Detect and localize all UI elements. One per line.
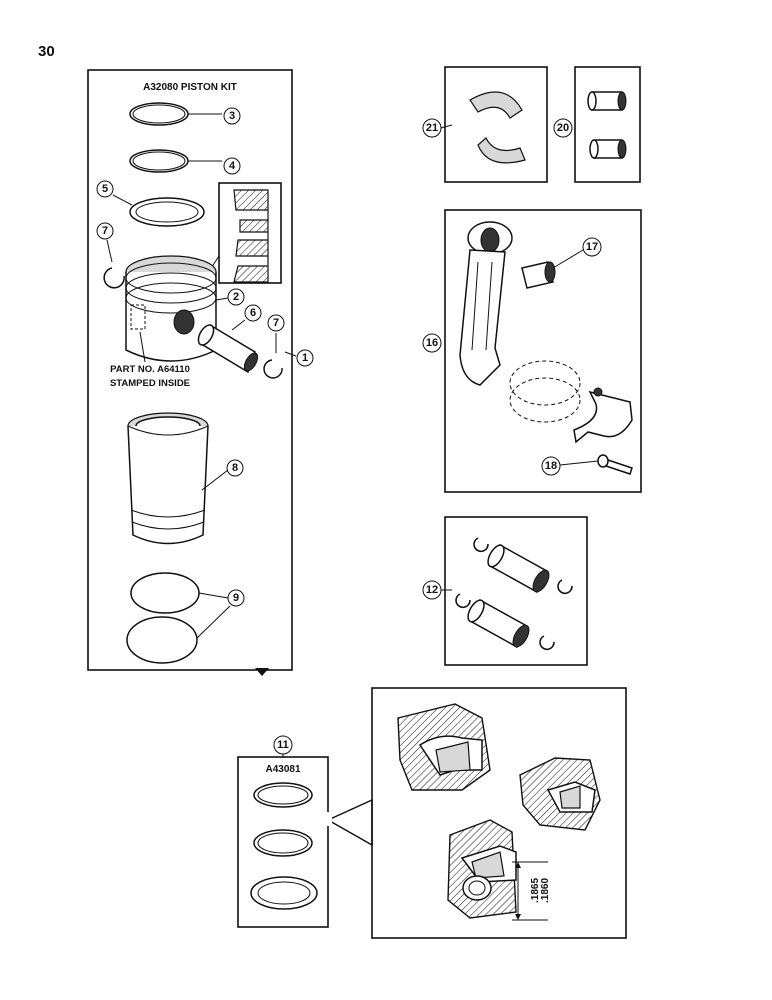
pin-lower [467,598,530,649]
rod-cap [573,387,633,444]
compression-ring-top [129,102,222,126]
dimension-upper: .1865 [530,878,541,903]
svg-text:20: 20 [557,122,569,134]
ring-kit-top [253,782,313,808]
svg-text:4: 4 [229,160,236,172]
svg-text:21: 21 [426,122,438,134]
callout-5: 5 [96,180,114,198]
piston-pin [197,319,259,374]
svg-text:17: 17 [586,241,598,253]
ring-kit-panel: A43081 [237,756,373,928]
ring-kit-title: A43081 [265,764,300,775]
piston [125,255,229,363]
svg-text:12: 12 [426,584,438,596]
part-note-line-2: STAMPED INSIDE [110,378,190,389]
dimension-lower: .1860 [540,878,551,903]
svg-text:7: 7 [273,317,279,329]
svg-text:9: 9 [233,592,239,604]
callout-7-left: 7 [96,222,114,240]
svg-text:3: 3 [229,110,235,122]
svg-text:16: 16 [426,337,438,349]
bushing-lower [589,139,627,159]
ring-kit-middle [253,829,313,857]
rod-bushing [521,249,584,289]
callout-7-right: 7 [267,314,285,332]
svg-text:1: 1 [302,352,308,364]
bearing-panel [440,66,548,183]
snap-ring-left [103,239,125,289]
callout-21: 21 [422,118,442,138]
rod-bearing-dashed [509,360,581,423]
callout-11: 11 [273,735,293,755]
connecting-rod [459,221,513,386]
callout-4: 4 [223,157,241,175]
bushing-panel [574,66,641,183]
rod-bolt [559,454,633,475]
callout-17: 17 [582,237,602,257]
snap-ring-right [263,333,283,379]
piston-pin-panel [441,516,588,666]
callout-8: 8 [226,459,244,477]
section-view-top-left [397,703,491,791]
svg-text:18: 18 [545,460,557,472]
callout-16: 16 [422,333,442,353]
callout-1: 1 [296,349,314,367]
clip-3 [455,593,471,609]
svg-text:7: 7 [102,225,108,237]
ring-kit-oil [250,876,318,910]
dimension-lines [512,861,548,921]
connecting-rod-panel [444,209,642,493]
piston-kit-panel: A32080 PISTON KIT [87,69,297,676]
callout-20: 20 [553,118,573,138]
svg-text:8: 8 [232,462,238,474]
section-detail-panel: .1865 .1860 [371,687,627,939]
callout-2: 2 [227,288,245,306]
svg-text:5: 5 [102,183,108,195]
callout-9: 9 [227,589,245,607]
groove-detail-inset [199,182,282,286]
clip-4 [539,635,555,651]
clip-1 [473,537,489,553]
pin-upper [487,543,550,594]
section-view-bottom [447,819,517,919]
callout-3: 3 [223,107,241,125]
section-view-right [519,757,601,831]
bushing-upper [587,91,627,111]
cylinder-sleeve [127,412,229,545]
page-number: 30 [38,43,55,60]
clip-2 [557,579,573,595]
compression-ring-second [129,149,222,173]
svg-text:6: 6 [250,307,256,319]
o-ring-upper [130,572,229,614]
svg-text:2: 2 [233,291,239,303]
callout-18: 18 [541,456,561,476]
part-note-line-1: PART NO. A64110 [110,364,190,375]
callout-6: 6 [244,304,262,322]
oil-ring [112,194,205,227]
piston-kit-title: A32080 PISTON KIT [143,82,237,93]
callout-12: 12 [422,580,442,600]
oil-ring-expander [462,875,492,901]
o-ring-lower [126,605,231,664]
svg-text:11: 11 [277,739,289,751]
